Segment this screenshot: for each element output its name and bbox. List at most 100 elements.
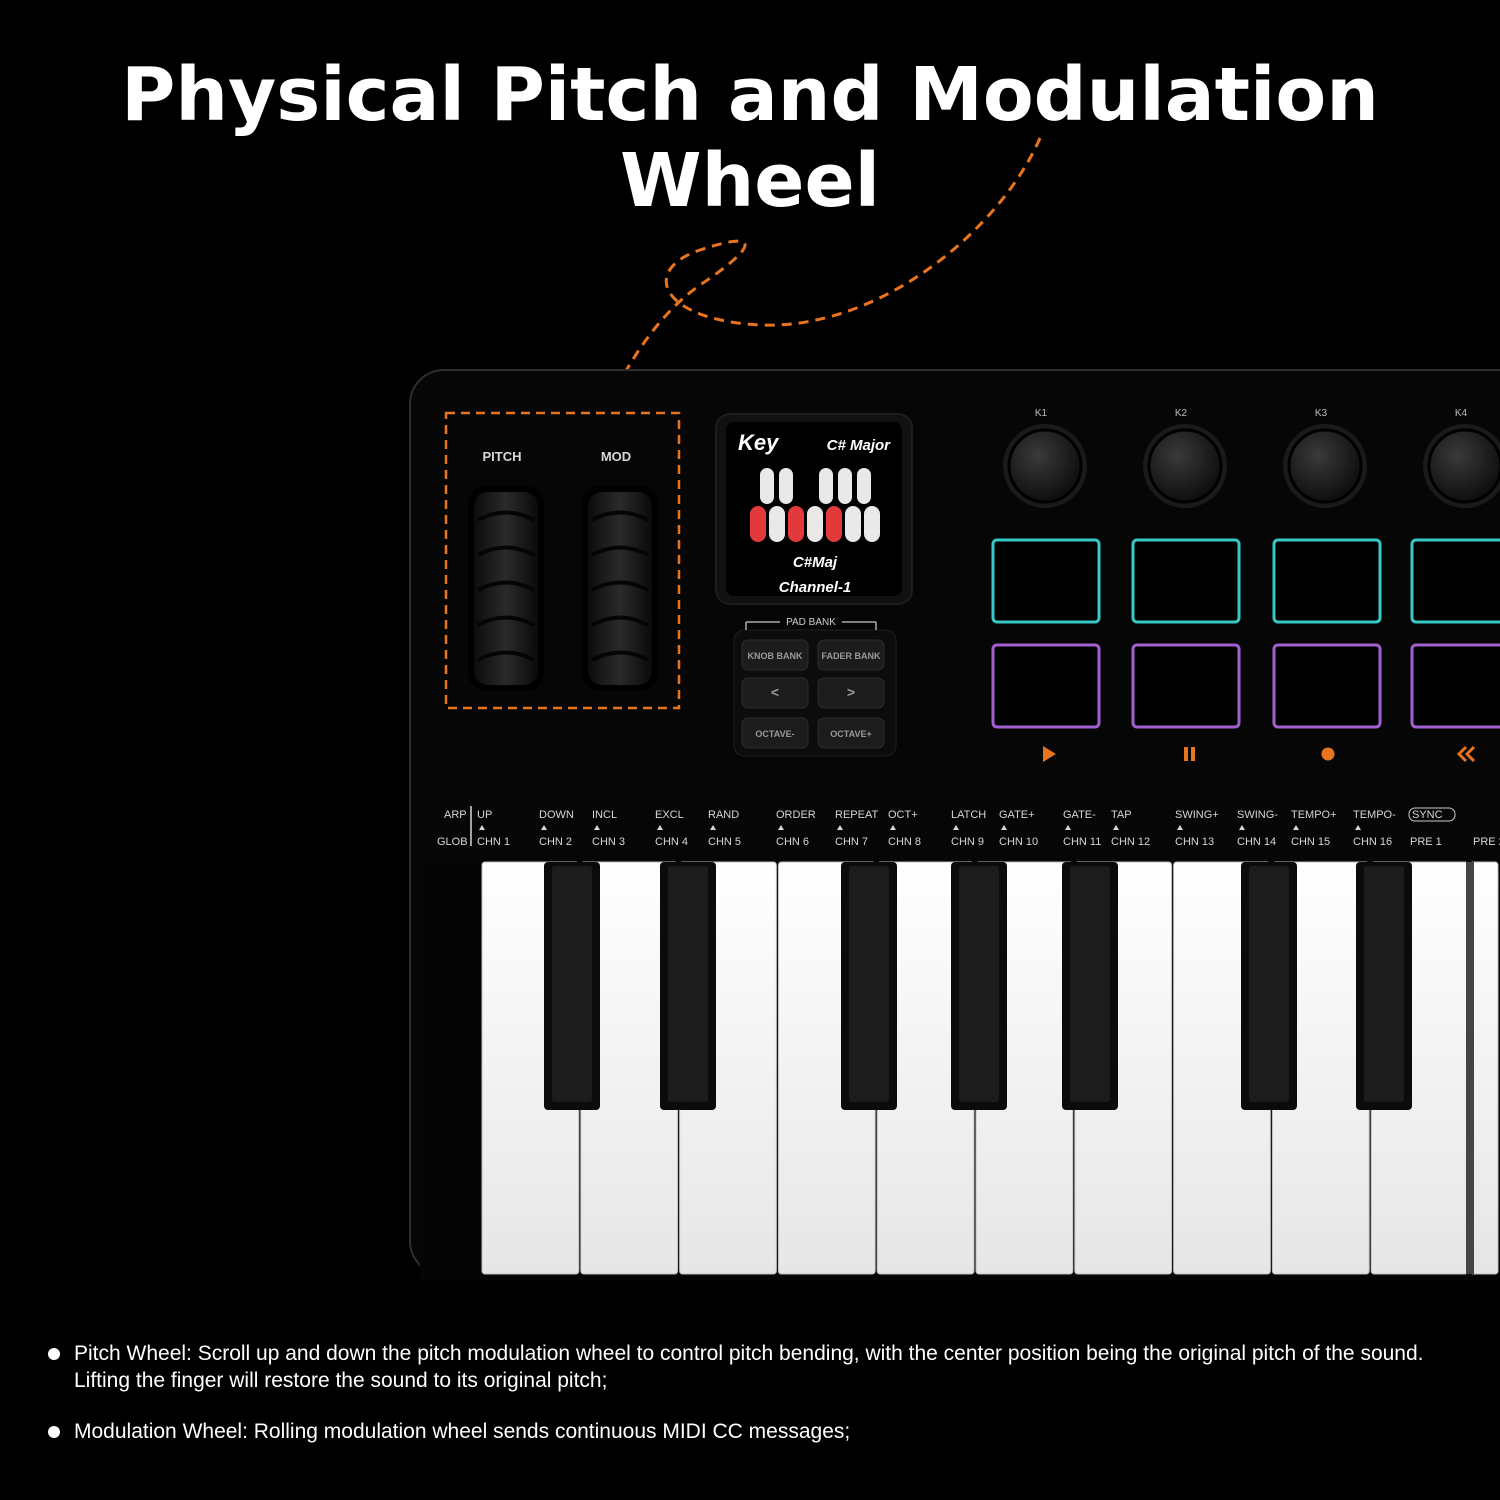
white-key[interactable]	[1469, 861, 1499, 1275]
mini-white-key	[807, 506, 823, 542]
next-button-label: >	[847, 684, 855, 700]
pad-bank-title: PAD BANK	[786, 617, 836, 628]
key-fn-label-excl: EXCL	[655, 809, 684, 821]
knob-label-k3: K3	[1315, 408, 1328, 419]
play-icon[interactable]	[1043, 746, 1056, 762]
key-fn-sub-chn-9: CHN 9	[951, 836, 984, 848]
bullet-dot	[48, 1426, 60, 1438]
black-key-top	[1249, 866, 1289, 1102]
label-arrow	[1293, 825, 1299, 830]
pad-bottom-4[interactable]	[1410, 643, 1500, 729]
display-screen: Key C# Major C#Maj Channel-1	[715, 413, 913, 605]
key-fn-label-repeat: REPEAT	[835, 809, 878, 821]
key-fn-label-up: UP	[477, 809, 492, 821]
bullet-pitch-wheel: Pitch Wheel: Scroll up and down the pitc…	[46, 1340, 1466, 1394]
knob-k3[interactable]	[1283, 424, 1367, 508]
black-key-top	[1364, 866, 1404, 1102]
key-fn-label-tempo-: TEMPO-	[1353, 809, 1396, 821]
key-fn-sub-chn-7: CHN 7	[835, 836, 868, 848]
pause-icon[interactable]	[1184, 747, 1195, 761]
label-arrow	[778, 825, 784, 830]
knob-k4[interactable]	[1423, 424, 1500, 508]
key-fn-label-swing-: SWING+	[1175, 809, 1219, 821]
key-fn-label-rand: RAND	[708, 809, 739, 821]
knob-bank-button-bg[interactable]	[741, 639, 809, 671]
next-button[interactable]: >	[817, 677, 885, 709]
key-fn-sub-chn-1: CHN 1	[477, 836, 510, 848]
mini-black-key	[857, 468, 871, 504]
pitch-label: PITCH	[483, 449, 522, 464]
octave-down-button[interactable]: OCTAVE-	[741, 717, 809, 749]
mini-black-key	[779, 468, 793, 504]
callout-dashed-line	[602, 137, 1042, 413]
octave-up-button-label: OCTAVE+	[830, 729, 871, 739]
mini-black-key	[838, 468, 852, 504]
mini-black-key	[819, 468, 833, 504]
label-arrow	[1065, 825, 1071, 830]
key-fn-sub-chn-10: CHN 10	[999, 836, 1038, 848]
record-icon[interactable]	[1321, 747, 1335, 761]
key-fn-sub-chn-2: CHN 2	[539, 836, 572, 848]
knob-label-k1: K1	[1035, 408, 1048, 419]
key-gap	[1466, 862, 1474, 1274]
black-key-top	[552, 866, 592, 1102]
label-arrow	[837, 825, 843, 830]
knob-cap[interactable]	[1287, 428, 1363, 504]
key-fn-label-incl: INCL	[592, 809, 617, 821]
mini-piano-diagram	[750, 468, 880, 542]
octave-up-button-bg[interactable]	[817, 717, 885, 749]
key-fn-sub-chn-15: CHN 15	[1291, 836, 1330, 848]
key-fn-label-oct-: OCT+	[888, 809, 918, 821]
black-key-top	[849, 866, 889, 1102]
key-fn-label-sync: SYNC	[1412, 809, 1443, 821]
label-arrow	[1113, 825, 1119, 830]
key-fn-sub-chn-16: CHN 16	[1353, 836, 1392, 848]
rewind-icon[interactable]	[1456, 745, 1476, 763]
fader-bank-button-bg[interactable]	[817, 639, 885, 671]
pad-top-1[interactable]	[991, 538, 1101, 624]
knob-k1[interactable]	[1003, 424, 1087, 508]
mini-white-key	[826, 506, 842, 542]
pad-top-3[interactable]	[1272, 538, 1382, 624]
knob-cap[interactable]	[1427, 428, 1500, 504]
key-fn-label-tap: TAP	[1111, 809, 1132, 821]
octave-up-button[interactable]: OCTAVE+	[817, 717, 885, 749]
label-arrow	[1239, 825, 1245, 830]
label-arrow	[541, 825, 547, 830]
prev-button[interactable]: <	[741, 677, 809, 709]
label-arrow	[1177, 825, 1183, 830]
pad-bottom-1[interactable]	[991, 643, 1101, 729]
fader-bank-button-label: FADER BANK	[821, 651, 881, 661]
pad-bottom-3[interactable]	[1272, 643, 1382, 729]
sync-badge	[1408, 807, 1456, 822]
prev-button-bg[interactable]	[741, 677, 809, 709]
mini-white-key	[769, 506, 785, 542]
knob-bank-button[interactable]: KNOB BANK	[741, 639, 809, 671]
knob-cap[interactable]	[1007, 428, 1083, 504]
label-arrow	[479, 825, 485, 830]
piano-keyboard	[481, 861, 1499, 1275]
knob-cap[interactable]	[1147, 428, 1223, 504]
key-fn-sub-chn-5: CHN 5	[708, 836, 741, 848]
key-fn-sub-pre-2: PRE 2	[1473, 836, 1500, 848]
pad-top-4[interactable]	[1410, 538, 1500, 624]
key-fn-sub-chn-3: CHN 3	[592, 836, 625, 848]
octave-down-button-bg[interactable]	[741, 717, 809, 749]
pitch-wheel[interactable]	[468, 486, 544, 691]
key-fn-sub-chn-4: CHN 4	[655, 836, 688, 848]
next-button-bg[interactable]	[817, 677, 885, 709]
label-arrow	[710, 825, 716, 830]
pad-bottom-2[interactable]	[1131, 643, 1241, 729]
pad-top-2[interactable]	[1131, 538, 1241, 624]
fader-bank-button[interactable]: FADER BANK	[817, 639, 885, 671]
mini-white-key	[750, 506, 766, 542]
mod-wheel[interactable]	[582, 486, 658, 691]
bullet-text-pitch: Pitch Wheel: Scroll up and down the pitc…	[74, 1342, 1424, 1392]
key-fn-label-gate-: GATE-	[1063, 809, 1096, 821]
label-arrow	[1001, 825, 1007, 830]
display-chord: C#Maj	[793, 554, 838, 571]
knob-k2[interactable]	[1143, 424, 1227, 508]
